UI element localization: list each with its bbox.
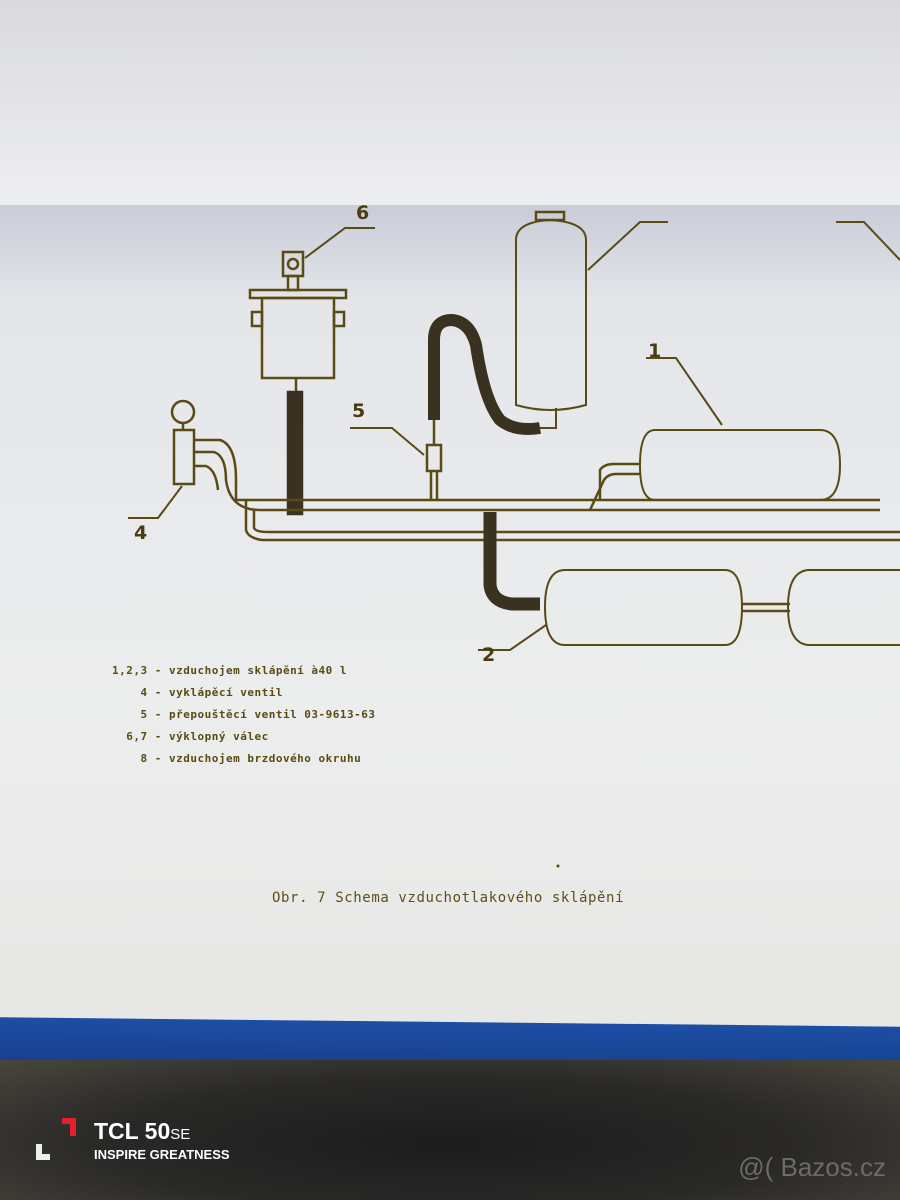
brand-name: TCL 50 [94,1118,171,1144]
reservoir-1 [588,357,842,511]
bypass-valve-5 [350,420,443,500]
reservoir-2 [478,569,900,651]
background-sheet [0,0,900,215]
label-5: 5 [352,400,366,422]
label-6: 6 [356,202,370,224]
legend: 1,2,3 - vzduchojem sklápění à40 l 4 - vy… [112,660,376,770]
brand-suffix: SE [170,1126,191,1143]
figure-caption: Obr. 7 Schema vzduchotlakového sklápění [272,890,625,906]
tipping-valve-4 [128,399,900,542]
camera-watermark: TCL 50SE INSPIRE GREATNESS [94,1118,230,1162]
hose-5-8 [428,313,541,435]
carpet-background [0,1060,900,1200]
label-4: 4 [134,522,148,544]
label-1: 1 [648,340,662,362]
pressure-gauge [170,399,196,425]
tcl-logo-mark [62,1118,76,1136]
hose-2 [483,512,540,611]
legend-item: 6,7 - výklopný válec [112,730,269,743]
legend-item: 5 - přepouštěcí ventil 03-9613-63 [112,708,376,721]
legend-item: 4 - vyklápěcí ventil [112,686,283,699]
legend-item: 8 - vzduchojem brzdového okruhu [112,752,362,765]
leader-line [836,221,900,261]
legend-item: 1,2,3 - vzduchojem sklápění à40 l [112,664,348,677]
brand-tagline: INSPIRE GREATNESS [94,1147,230,1162]
reservoir-3 [786,569,900,646]
cylinder-head [281,250,305,278]
site-watermark: @( Bazos.cz [738,1152,886,1182]
document-page [0,205,900,1035]
hose-6 [286,390,304,516]
label-2: 2 [482,644,496,666]
tcl-logo-mark-white [36,1144,50,1160]
brake-circuit-reservoir-8 [515,210,668,411]
tipping-cylinder-6 [248,227,375,392]
cylinder-head-circle [286,257,300,271]
